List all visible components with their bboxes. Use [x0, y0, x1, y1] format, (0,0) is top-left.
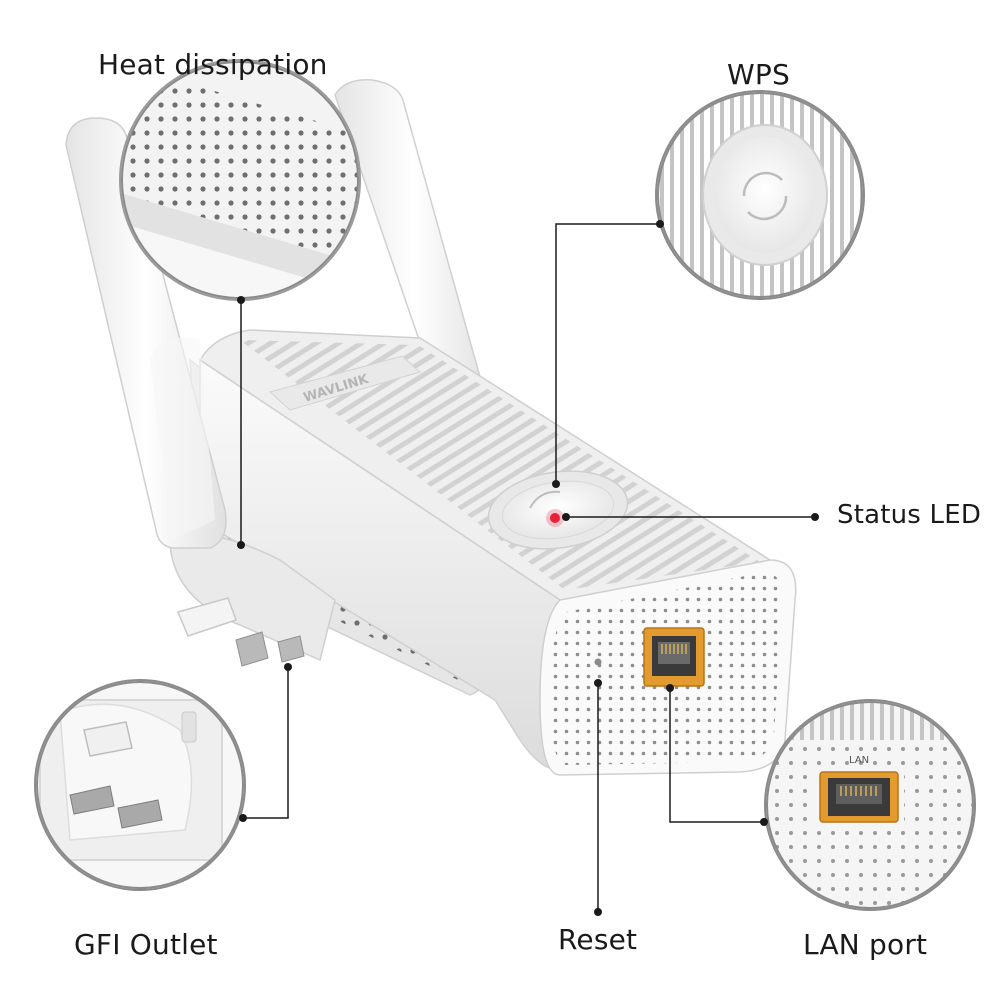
- uk-earth-pin: [83, 721, 133, 757]
- lan-port-label: LAN port: [803, 928, 928, 961]
- leader-lines: [240, 223, 815, 912]
- lan-port-zoom: LAN: [764, 699, 976, 911]
- brand-badge: [268, 355, 422, 411]
- lan-port-leader: [669, 688, 764, 823]
- gfi-outlet-zoom: [34, 679, 246, 891]
- leader-dots: [237, 220, 819, 916]
- wps-leader: [555, 223, 660, 484]
- top-cooling-ribs: [240, 340, 760, 590]
- plug-earth-pin: [176, 597, 237, 637]
- reset-pinhole[interactable]: [594, 658, 602, 666]
- gfi-outlet-label: GFI Outlet: [74, 928, 218, 961]
- status-led-label: Status LED: [837, 500, 982, 530]
- wps-label: WPS: [727, 58, 790, 91]
- wps-refresh-icon: [742, 171, 783, 197]
- gfi-outlet-leader: [243, 667, 289, 819]
- heat-dissipation-label: Heat dissipation: [98, 48, 328, 81]
- wps-zoom: [655, 90, 865, 300]
- wifi-extender-device: WAVLINK: [65, 79, 797, 776]
- reset-label: Reset: [558, 923, 638, 956]
- rear-antenna: [334, 79, 493, 431]
- status-led-indicator: [550, 513, 560, 523]
- lan-port-marking: LAN: [849, 755, 869, 766]
